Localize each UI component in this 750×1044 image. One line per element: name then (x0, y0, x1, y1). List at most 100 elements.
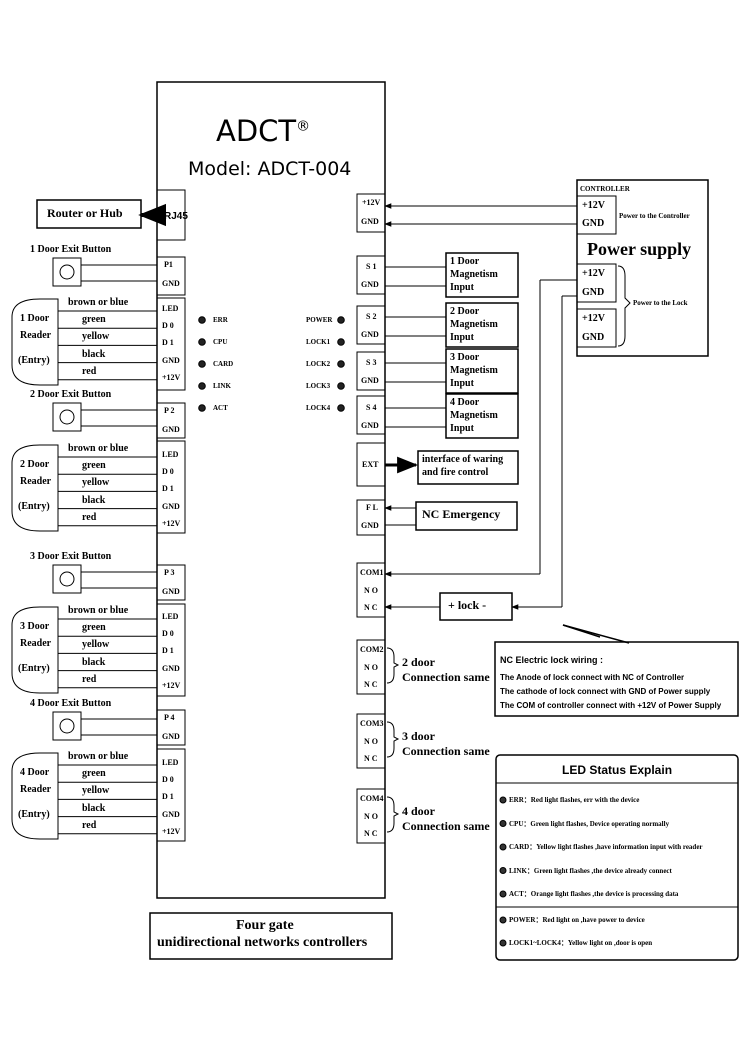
led-dot-lock1 (337, 338, 345, 346)
reader-wire-label: black (82, 802, 106, 814)
sensor-pin-label: GND (361, 376, 379, 385)
led-label: POWER (306, 316, 333, 324)
psu-pin-label: GND (582, 287, 605, 298)
terminal-block (356, 639, 386, 695)
psu-pin-label: +12V (582, 268, 605, 279)
reader-pin-label: D 1 (162, 646, 174, 656)
psu-pin-label: GND (582, 218, 605, 229)
com-pin-label: COM4 (360, 794, 384, 803)
terminal-block (156, 440, 186, 534)
sensor-pin-label: S 4 (366, 403, 377, 412)
led-label: ACT (213, 404, 228, 412)
com-brace (386, 721, 400, 758)
sensor-box (445, 393, 519, 439)
reader-wire-label: green (82, 622, 106, 634)
reader-wire-label: black (82, 656, 106, 668)
brand-title: ADCT® (216, 114, 311, 148)
terminal-block (356, 351, 386, 391)
terminal-pin-label: P 4 (164, 713, 175, 722)
com-pin-label: N C (364, 754, 378, 763)
reader-pin-label: +12V (162, 826, 181, 836)
exit-button-icon (59, 409, 75, 425)
sensor-label: Magnetism (450, 410, 498, 421)
sensor-label: Input (450, 282, 474, 293)
sensor-label: Input (450, 378, 474, 389)
power-pin-label: GND (361, 217, 379, 226)
reader-outline (11, 752, 59, 840)
reader-pin-label: +12V (162, 518, 181, 528)
reader-wire-label: yellow (82, 639, 110, 651)
nc-note-box (494, 641, 739, 717)
led-status-item: ERR：Red light flashes, err with the devi… (509, 796, 640, 804)
reader-pin-label: GND (162, 663, 180, 673)
com-pin-label: COM1 (360, 568, 384, 577)
reader-wire-label: brown or blue (68, 297, 129, 308)
led-dot-cpu (198, 338, 206, 346)
reader-wire-label: red (82, 673, 97, 685)
terminal-block (356, 713, 386, 769)
reader-wire-label: green (82, 460, 106, 472)
reader-title: Reader (20, 330, 52, 341)
terminal-block (156, 709, 186, 746)
nc-note-line: The Anode of lock connect with NC of Con… (500, 673, 685, 682)
reader-pin-label: D 1 (162, 338, 174, 348)
ext-pin-label: EXT (362, 460, 379, 469)
status-led-icon (499, 843, 507, 851)
reader-pin-label: +12V (162, 680, 181, 690)
exit-button-box (52, 564, 82, 594)
com-pin-label: N C (364, 603, 378, 612)
sensor-label: Input (450, 423, 474, 434)
reader-wire-label: green (82, 768, 106, 780)
reader-pin-label: LED (162, 450, 179, 459)
com-pin-label: N O (364, 663, 378, 672)
reader-wire-label: yellow (82, 785, 110, 797)
sensor-label: 2 Door (450, 306, 480, 317)
sensor-box (445, 302, 519, 348)
sensor-label: 1 Door (450, 256, 480, 267)
psu-terminal (576, 195, 617, 235)
reader-title: Reader (20, 476, 52, 487)
nc-note-title: NC Electric lock wiring : (500, 655, 604, 665)
led-dot-lock2 (337, 360, 345, 368)
footer-box (149, 912, 393, 960)
com-pin-label: COM3 (360, 719, 384, 728)
led-dot-lock3 (337, 382, 345, 390)
psu-terminal (576, 263, 617, 303)
com-label: Connection same (402, 819, 490, 833)
ext-label: interface of waring (422, 454, 504, 465)
terminal-block (356, 395, 386, 435)
sensor-label: 4 Door (450, 397, 480, 408)
psu-note: Power to the Controller (619, 212, 690, 220)
exit-button-box (52, 257, 82, 287)
led-dot-power (337, 316, 345, 324)
terminal-pin-label: P 2 (164, 406, 175, 415)
com-label: 2 door (402, 655, 435, 669)
psu-note: Power to the Lock (633, 299, 688, 307)
reader-wire-label: yellow (82, 477, 110, 489)
reader-pin-label: LED (162, 304, 179, 313)
status-led-icon (499, 820, 507, 827)
led-status-box (495, 754, 739, 961)
status-led-icon (499, 890, 507, 898)
led-dot-lock4 (337, 404, 345, 412)
sensor-pin-label: GND (361, 330, 379, 339)
reader-title: 3 Door (20, 621, 50, 632)
reader-title: 2 Door (20, 459, 50, 470)
reader-outline (11, 606, 59, 694)
nc-note-line: The cathode of lock connect with GND of … (500, 687, 711, 696)
nc-emergency-label: NC Emergency (422, 507, 501, 521)
status-led-icon (499, 939, 507, 947)
exit-button-label: 2 Door Exit Button (30, 389, 112, 400)
led-label: LOCK4 (306, 404, 331, 412)
reader-pin-label: LED (162, 612, 179, 621)
psu-pin-label: +12V (582, 200, 605, 211)
reader-pin-label: LED (162, 758, 179, 767)
ext-box (417, 450, 519, 485)
reader-wire-label: yellow (82, 331, 110, 343)
com-pin-label: N C (364, 680, 378, 689)
led-status-item: LINK：Green light flashes ,the device alr… (509, 866, 672, 875)
reader-pin-label: GND (162, 355, 180, 365)
terminal-block (156, 297, 186, 391)
status-led-icon (499, 796, 507, 804)
com-label: 4 door (402, 804, 435, 818)
